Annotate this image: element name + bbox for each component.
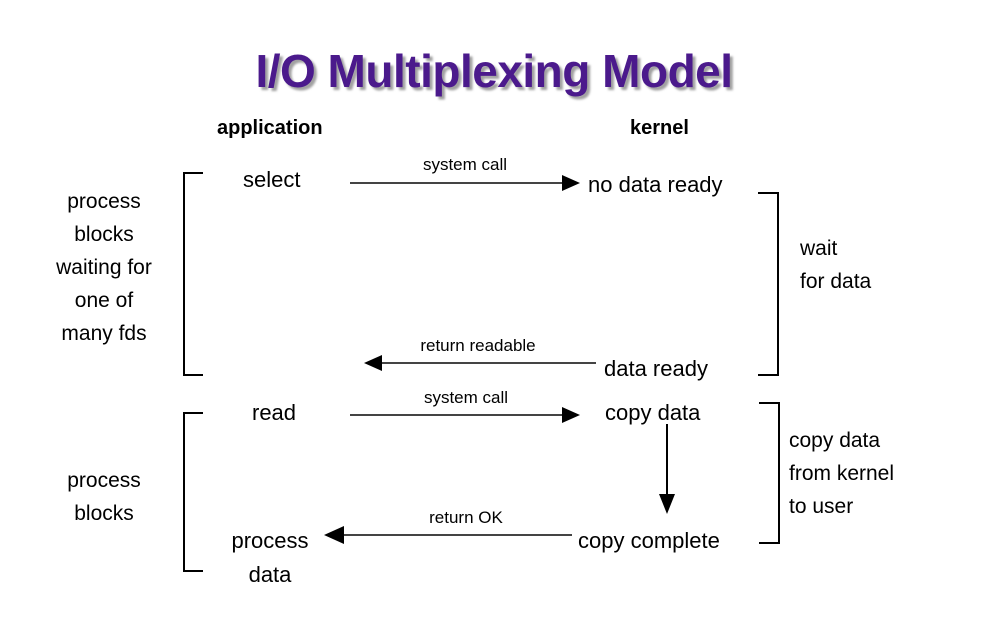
- page-title: I/O Multiplexing Model: [255, 45, 733, 97]
- arrow-label-return-readable: return readable: [420, 336, 536, 355]
- annotation-left-bottom-line1: process: [67, 469, 141, 492]
- arrow-system-call-2: [350, 407, 580, 423]
- arrow-label-return-ok: return OK: [429, 508, 503, 527]
- annotation-left-top: process blocks waiting for one of many f…: [34, 185, 174, 350]
- annotation-left-top-line1: process: [67, 190, 141, 213]
- annotation-right-bottom: copy data from kernel to user: [789, 424, 894, 523]
- annotation-right-top: wait for data: [800, 232, 871, 298]
- annotation-right-bottom-line2: from kernel: [789, 462, 895, 485]
- annotation-right-top-line1: wait: [800, 237, 838, 260]
- annotation-left-top-line4: one of: [74, 289, 134, 312]
- annotation-right-bottom-line1: copy data: [789, 429, 881, 452]
- annotation-left-top-line5: many fds: [61, 322, 147, 345]
- bracket-left-bottom: [183, 412, 203, 572]
- bracket-left-top: [183, 172, 203, 376]
- annotation-right-top-line2: for data: [800, 270, 872, 293]
- node-process-data-line1: process: [231, 528, 309, 553]
- arrow-label-system-call-2: system call: [423, 388, 509, 407]
- node-read: read: [252, 400, 297, 425]
- annotation-left-top-line3: waiting for: [56, 256, 152, 279]
- column-header-kernel: kernel: [630, 117, 689, 139]
- node-process-data-line2: data: [248, 562, 292, 587]
- node-copy-complete: copy complete: [578, 528, 720, 553]
- node-data-ready: data ready: [604, 356, 708, 381]
- node-process-data: process data: [215, 524, 325, 592]
- arrow-label-system-call-1: system call: [422, 155, 508, 174]
- annotation-left-bottom: process blocks: [34, 464, 174, 530]
- arrow-return-ok: [324, 526, 572, 544]
- node-copy-data: copy data: [605, 400, 701, 425]
- annotation-right-bottom-line3: to user: [789, 495, 854, 518]
- annotation-left-bottom-line2: blocks: [74, 502, 134, 525]
- node-select: select: [243, 167, 301, 192]
- arrow-system-call-1: [350, 175, 580, 191]
- bracket-right-bottom: [759, 402, 780, 544]
- arrow-copy-down: [659, 424, 675, 514]
- node-no-data-ready: no data ready: [588, 172, 723, 197]
- bracket-right-top: [758, 192, 779, 376]
- annotation-left-top-line2: blocks: [74, 223, 134, 246]
- arrow-return-readable: [364, 355, 596, 371]
- column-header-application: application: [217, 117, 323, 139]
